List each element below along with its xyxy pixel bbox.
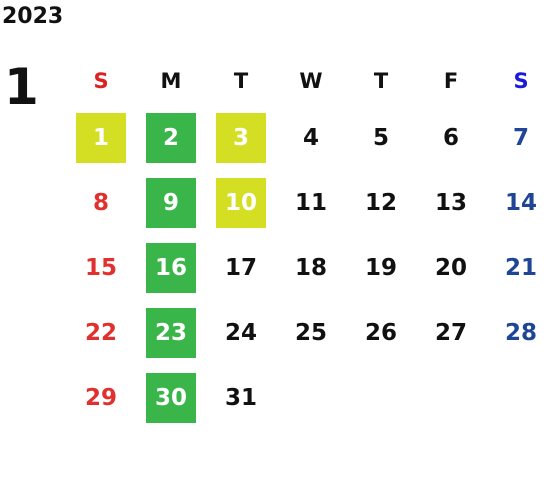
weekday-tue: T bbox=[233, 69, 249, 93]
closed-day-box: 30 bbox=[146, 372, 196, 423]
day-cell: 27 bbox=[416, 300, 486, 365]
day-number: 9 bbox=[162, 189, 179, 216]
day-number: 23 bbox=[154, 319, 187, 346]
day-cell: 9 bbox=[136, 170, 206, 235]
day-number: 30 bbox=[154, 384, 187, 411]
day-cell: 13 bbox=[416, 170, 486, 235]
day-cell bbox=[416, 365, 486, 430]
weekday-header: S M T W T F S bbox=[66, 57, 548, 105]
day-cell: 8 bbox=[66, 170, 136, 235]
day-number: 7 bbox=[512, 124, 529, 151]
weekday-fri: F bbox=[443, 69, 459, 93]
day-number: 10 bbox=[224, 189, 257, 216]
day-cell: 1 bbox=[66, 105, 136, 170]
week-row: 8 9 10 11 12 13 14 bbox=[66, 170, 548, 235]
day-cell: 31 bbox=[206, 365, 276, 430]
day-cell: 26 bbox=[346, 300, 416, 365]
day-cell: 30 bbox=[136, 365, 206, 430]
day-number: 31 bbox=[224, 384, 257, 411]
closed-day-box: 23 bbox=[146, 307, 196, 358]
closed-day-box: 9 bbox=[146, 177, 196, 228]
day-number: 11 bbox=[294, 189, 327, 216]
day-cell: 29 bbox=[66, 365, 136, 430]
day-cell: 22 bbox=[66, 300, 136, 365]
day-cell: 21 bbox=[486, 235, 548, 300]
day-number: 22 bbox=[84, 319, 117, 346]
day-cell bbox=[276, 365, 346, 430]
weekday-sun: S bbox=[93, 69, 109, 93]
day-cell: 7 bbox=[486, 105, 548, 170]
week-row: 22 23 24 25 26 27 28 bbox=[66, 300, 548, 365]
day-cell: 15 bbox=[66, 235, 136, 300]
day-number: 24 bbox=[224, 319, 257, 346]
day-number: 15 bbox=[84, 254, 117, 281]
day-cell: 23 bbox=[136, 300, 206, 365]
day-cell: 24 bbox=[206, 300, 276, 365]
closed-day-box: 16 bbox=[146, 242, 196, 293]
day-number: 14 bbox=[504, 189, 537, 216]
day-number: 21 bbox=[504, 254, 537, 281]
day-number: 19 bbox=[364, 254, 397, 281]
day-cell: 10 bbox=[206, 170, 276, 235]
day-cell: 17 bbox=[206, 235, 276, 300]
day-number: 29 bbox=[84, 384, 117, 411]
day-cell: 16 bbox=[136, 235, 206, 300]
day-cell: 19 bbox=[346, 235, 416, 300]
closed-day-box: 2 bbox=[146, 112, 196, 163]
day-number: 25 bbox=[294, 319, 327, 346]
day-number: 6 bbox=[442, 124, 459, 151]
day-cell: 2 bbox=[136, 105, 206, 170]
day-number: 8 bbox=[92, 189, 109, 216]
day-cell: 20 bbox=[416, 235, 486, 300]
day-number: 13 bbox=[434, 189, 467, 216]
day-cell: 4 bbox=[276, 105, 346, 170]
day-number: 28 bbox=[504, 319, 537, 346]
day-cell: 6 bbox=[416, 105, 486, 170]
weekday-thu: T bbox=[373, 69, 389, 93]
month-number: 1 bbox=[4, 58, 39, 116]
week-row: 29 30 31 bbox=[66, 365, 548, 430]
day-number: 5 bbox=[372, 124, 389, 151]
weekday-wed: W bbox=[299, 69, 323, 93]
day-number: 27 bbox=[434, 319, 467, 346]
day-number: 17 bbox=[224, 254, 257, 281]
day-number: 16 bbox=[154, 254, 187, 281]
day-number: 26 bbox=[364, 319, 397, 346]
week-row: 15 16 17 18 19 20 21 bbox=[66, 235, 548, 300]
day-number: 4 bbox=[302, 124, 319, 151]
year-label: 2023 bbox=[2, 4, 64, 29]
day-number: 20 bbox=[434, 254, 467, 281]
day-cell bbox=[346, 365, 416, 430]
day-cell: 5 bbox=[346, 105, 416, 170]
day-cell: 3 bbox=[206, 105, 276, 170]
day-cell bbox=[486, 365, 548, 430]
day-cell: 12 bbox=[346, 170, 416, 235]
day-cell: 18 bbox=[276, 235, 346, 300]
day-cell: 28 bbox=[486, 300, 548, 365]
day-cell: 14 bbox=[486, 170, 548, 235]
day-number: 12 bbox=[364, 189, 397, 216]
week-row: 1 2 3 4 5 6 7 bbox=[66, 105, 548, 170]
holiday-day-box: 3 bbox=[216, 112, 266, 163]
weekday-sat: S bbox=[513, 69, 529, 93]
day-number: 1 bbox=[92, 124, 109, 151]
day-number: 3 bbox=[232, 124, 249, 151]
holiday-day-box: 10 bbox=[216, 177, 266, 228]
day-number: 18 bbox=[294, 254, 327, 281]
holiday-day-box: 1 bbox=[76, 112, 126, 163]
day-cell: 11 bbox=[276, 170, 346, 235]
day-cell: 25 bbox=[276, 300, 346, 365]
weekday-mon: M bbox=[160, 69, 182, 93]
day-number: 2 bbox=[162, 124, 179, 151]
